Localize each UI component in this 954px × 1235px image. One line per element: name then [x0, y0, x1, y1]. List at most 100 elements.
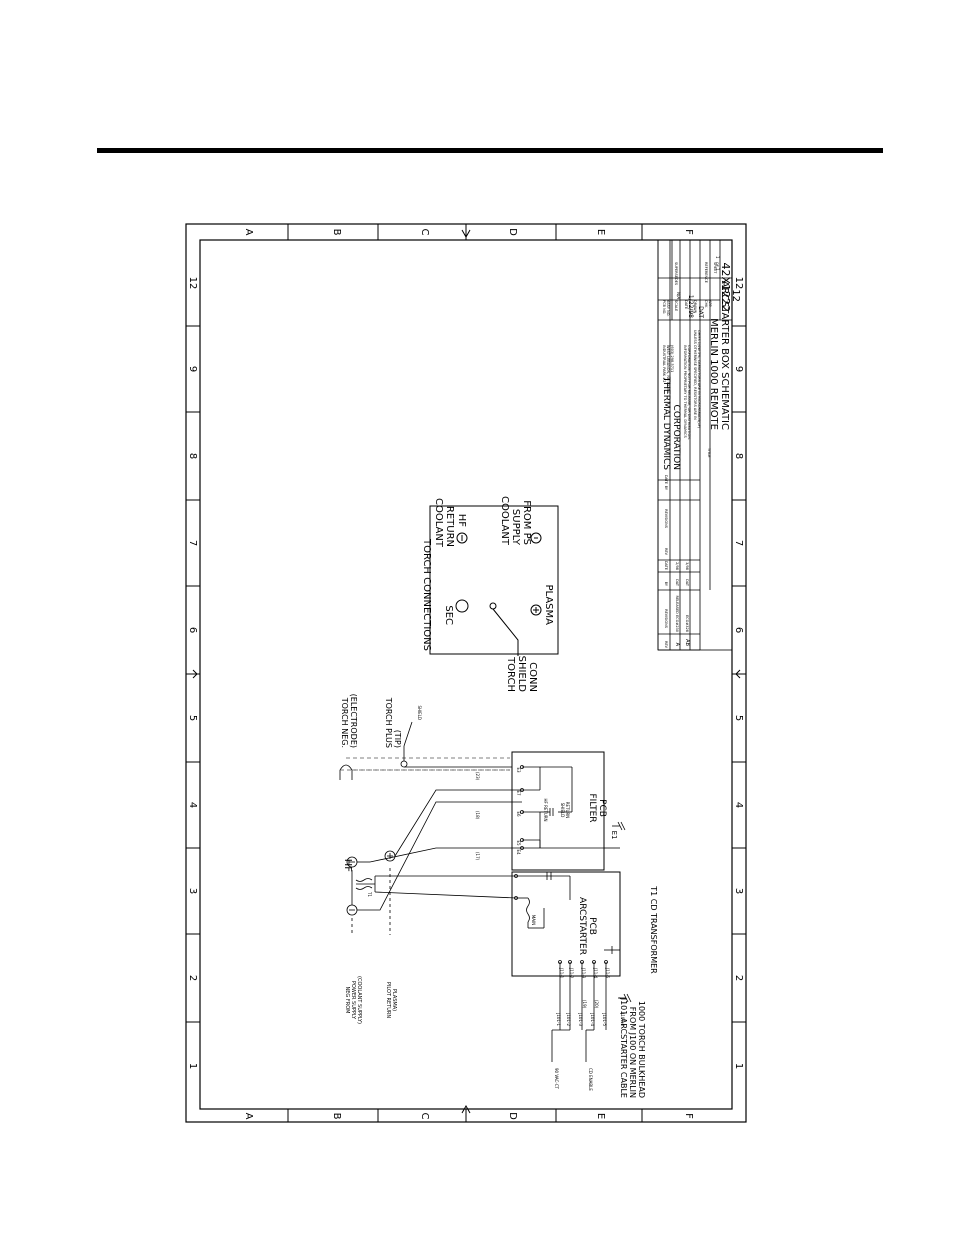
coolant-supply-label: SUPPLY [510, 509, 521, 546]
torch-connections-box: TORCH CONNECTIONS SEC COOLANT RETURN HF … [421, 496, 559, 656]
col-number: 4 [187, 802, 198, 808]
rev-header: REV [664, 548, 668, 556]
t1-labels: HF T1 T1 CD TRANSFORMER (17) (18) (23) (… [342, 772, 658, 1009]
t1-description: T1 CD TRANSFORMER [649, 885, 658, 974]
filter-pcb: FILTER PCB E4 E5 E6 E7 E3 E1 SHIELD RETU… [511, 751, 618, 871]
col-number: 9 [187, 366, 198, 372]
company-name-2: CORPORATION [671, 405, 681, 470]
e-pin: E5 [516, 840, 521, 846]
filter-pcb-traces [520, 765, 626, 850]
tolerance-line: OHMS 1/4W 5%, CAPACITORS ARE IN MICROFAR… [697, 330, 701, 429]
wire-number: (17) [475, 852, 480, 861]
row-letter: C [419, 229, 430, 236]
rev-row-desc: RELEASED ECO#230 [675, 596, 679, 632]
address-line: (603) 298-5711 [670, 345, 674, 372]
plasma-label: PLASMA [543, 585, 554, 626]
col-number: 2 [733, 975, 744, 981]
j101-wiring [551, 962, 632, 1062]
col-number: 5 [733, 715, 744, 721]
rev-header: REVISIONS [664, 509, 668, 529]
j11-pin: J11-1 [559, 967, 564, 979]
tb-field: N/A [676, 292, 681, 299]
e-pin: E6 [516, 811, 521, 817]
col-number: 12 [733, 277, 744, 290]
col-number: 12 [187, 277, 198, 290]
col-number: 3 [733, 888, 744, 894]
rev-row-desc: ECO#328 [685, 615, 689, 632]
j11-pin: J11-4 [593, 967, 598, 979]
address-line: INDUSTRIAL PARK #2 [662, 345, 666, 382]
col-number: 7 [733, 540, 744, 546]
j101-note-line: J101 ARCSTARTER CABLE [619, 997, 628, 1098]
arcstarter-pcb-label: PCB [587, 917, 597, 935]
j101-pin: J101-1 [556, 1012, 561, 1026]
col-number: 6 [733, 627, 744, 633]
row-letter: B [331, 229, 342, 236]
drawing-title-2: ARCSTARTER BOX SCHEMATIC [719, 281, 730, 430]
coolant-return-label: COOLANT [433, 498, 444, 548]
coolant-supply-port [530, 532, 542, 544]
column-numbers-left: 1 2 3 4 5 6 7 8 9 12 [187, 277, 198, 1070]
notice-line: CORPORATION. NOT FOR RELEASE, OR DISTRIB… [687, 345, 691, 440]
j101-pin: J101-5 [602, 1012, 607, 1026]
center-marks [192, 229, 741, 1114]
j11-pin: J11-2 [569, 967, 574, 979]
rev-row-letter: AB [684, 639, 690, 646]
tb-field: 1 [715, 268, 720, 271]
inner-border [199, 239, 733, 1110]
e1-label: E1 [610, 831, 618, 840]
tb-field: APP [708, 300, 712, 307]
header-rule [97, 148, 883, 153]
filter-pcb-label: PCB [597, 799, 607, 817]
cd-enable-label: CD ENABLE [588, 1068, 593, 1091]
row-letter: F [683, 1113, 694, 1119]
coolant-supply-label: FROM PS [521, 500, 532, 545]
row-letter: C [419, 1113, 430, 1120]
torch-shield-conn-line: TORCH [505, 656, 516, 692]
shield-label: SHIELD [417, 705, 422, 720]
tb-field: ASSY NO. [666, 300, 670, 316]
neg-from-ps-line: (COOLANT SUPPLY) [356, 976, 362, 1024]
row-ticks [287, 224, 643, 1122]
tb-field: 1 [715, 256, 720, 259]
tb-field: DRAWN [693, 300, 697, 314]
arcstarter-pcb-label: ARCSTARTER [577, 897, 587, 955]
rev-header: BY [664, 582, 668, 587]
torch-lead-labels: TORCH NEG. (ELECTRODE) TORCH PLUS (TIP) … [340, 694, 422, 748]
drawing-title-1: MERLIN 1000 REMOTE [708, 318, 719, 430]
rev-row-by: DAT [685, 579, 689, 587]
tb-field: SCALE [674, 300, 678, 311]
row-letter: D [507, 228, 518, 236]
torch-leads [339, 721, 512, 780]
hf-return-label: HF RETURN [543, 798, 548, 821]
torch-shield-conn-label: TORCH SHIELD CONN [505, 656, 538, 693]
outer-frame [185, 223, 747, 1123]
shield-conn-port [489, 602, 497, 610]
drawing-number: 42X1222 [719, 262, 732, 312]
row-letter: E [595, 1113, 606, 1119]
coolant-return-label: RETURN [444, 506, 455, 547]
hf-label: HF [342, 859, 353, 873]
col-number: 1 [187, 1063, 198, 1069]
col-number: 6 [187, 627, 198, 633]
col-number: 7 [187, 540, 198, 546]
coolant-supply-label: COOLANT [499, 496, 510, 546]
t1-label: T1 [367, 891, 372, 897]
wire-number: (18) [475, 811, 480, 820]
tb-field: SHEET [713, 262, 717, 274]
sec-label: SEC [443, 605, 454, 625]
filter-pcb-label: FILTER [587, 793, 597, 822]
supply-labels: NEG FROM POWER SUPPLY (COOLANT SUPPLY) P… [344, 976, 397, 1024]
col-number: 3 [187, 888, 198, 894]
tb-field: PCB NO. [662, 300, 666, 314]
torch-shield-conn-line: CONN [527, 662, 538, 692]
rev-row-date: 3/98 [685, 562, 689, 570]
column-ticks [186, 325, 746, 1023]
row-letter: F [683, 229, 694, 235]
wire-number: (19) [582, 1000, 587, 1009]
plasma-port [530, 604, 542, 616]
pilot-return-line: PILOT RETURN [385, 982, 391, 1018]
j101-pin: J101-4 [590, 1012, 595, 1026]
tb-field: CHK [704, 300, 708, 308]
arcstarter-pcb: ARCSTARTER PCB MAIN [511, 871, 621, 977]
